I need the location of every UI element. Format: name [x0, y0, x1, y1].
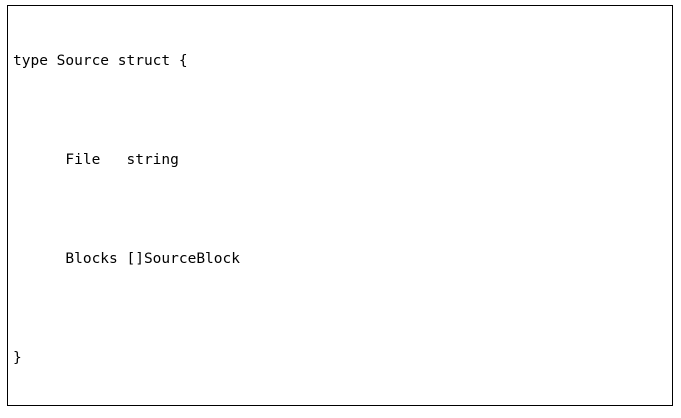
- code-line: type Source struct {: [13, 53, 188, 69]
- code-line: Blocks []SourceBlock: [13, 251, 240, 267]
- code-block-frame: type Source struct { File string Blocks …: [7, 5, 673, 406]
- code-listing[interactable]: type Source struct { File string Blocks …: [8, 6, 672, 405]
- code-line: }: [13, 350, 22, 366]
- code-line: File string: [13, 152, 179, 168]
